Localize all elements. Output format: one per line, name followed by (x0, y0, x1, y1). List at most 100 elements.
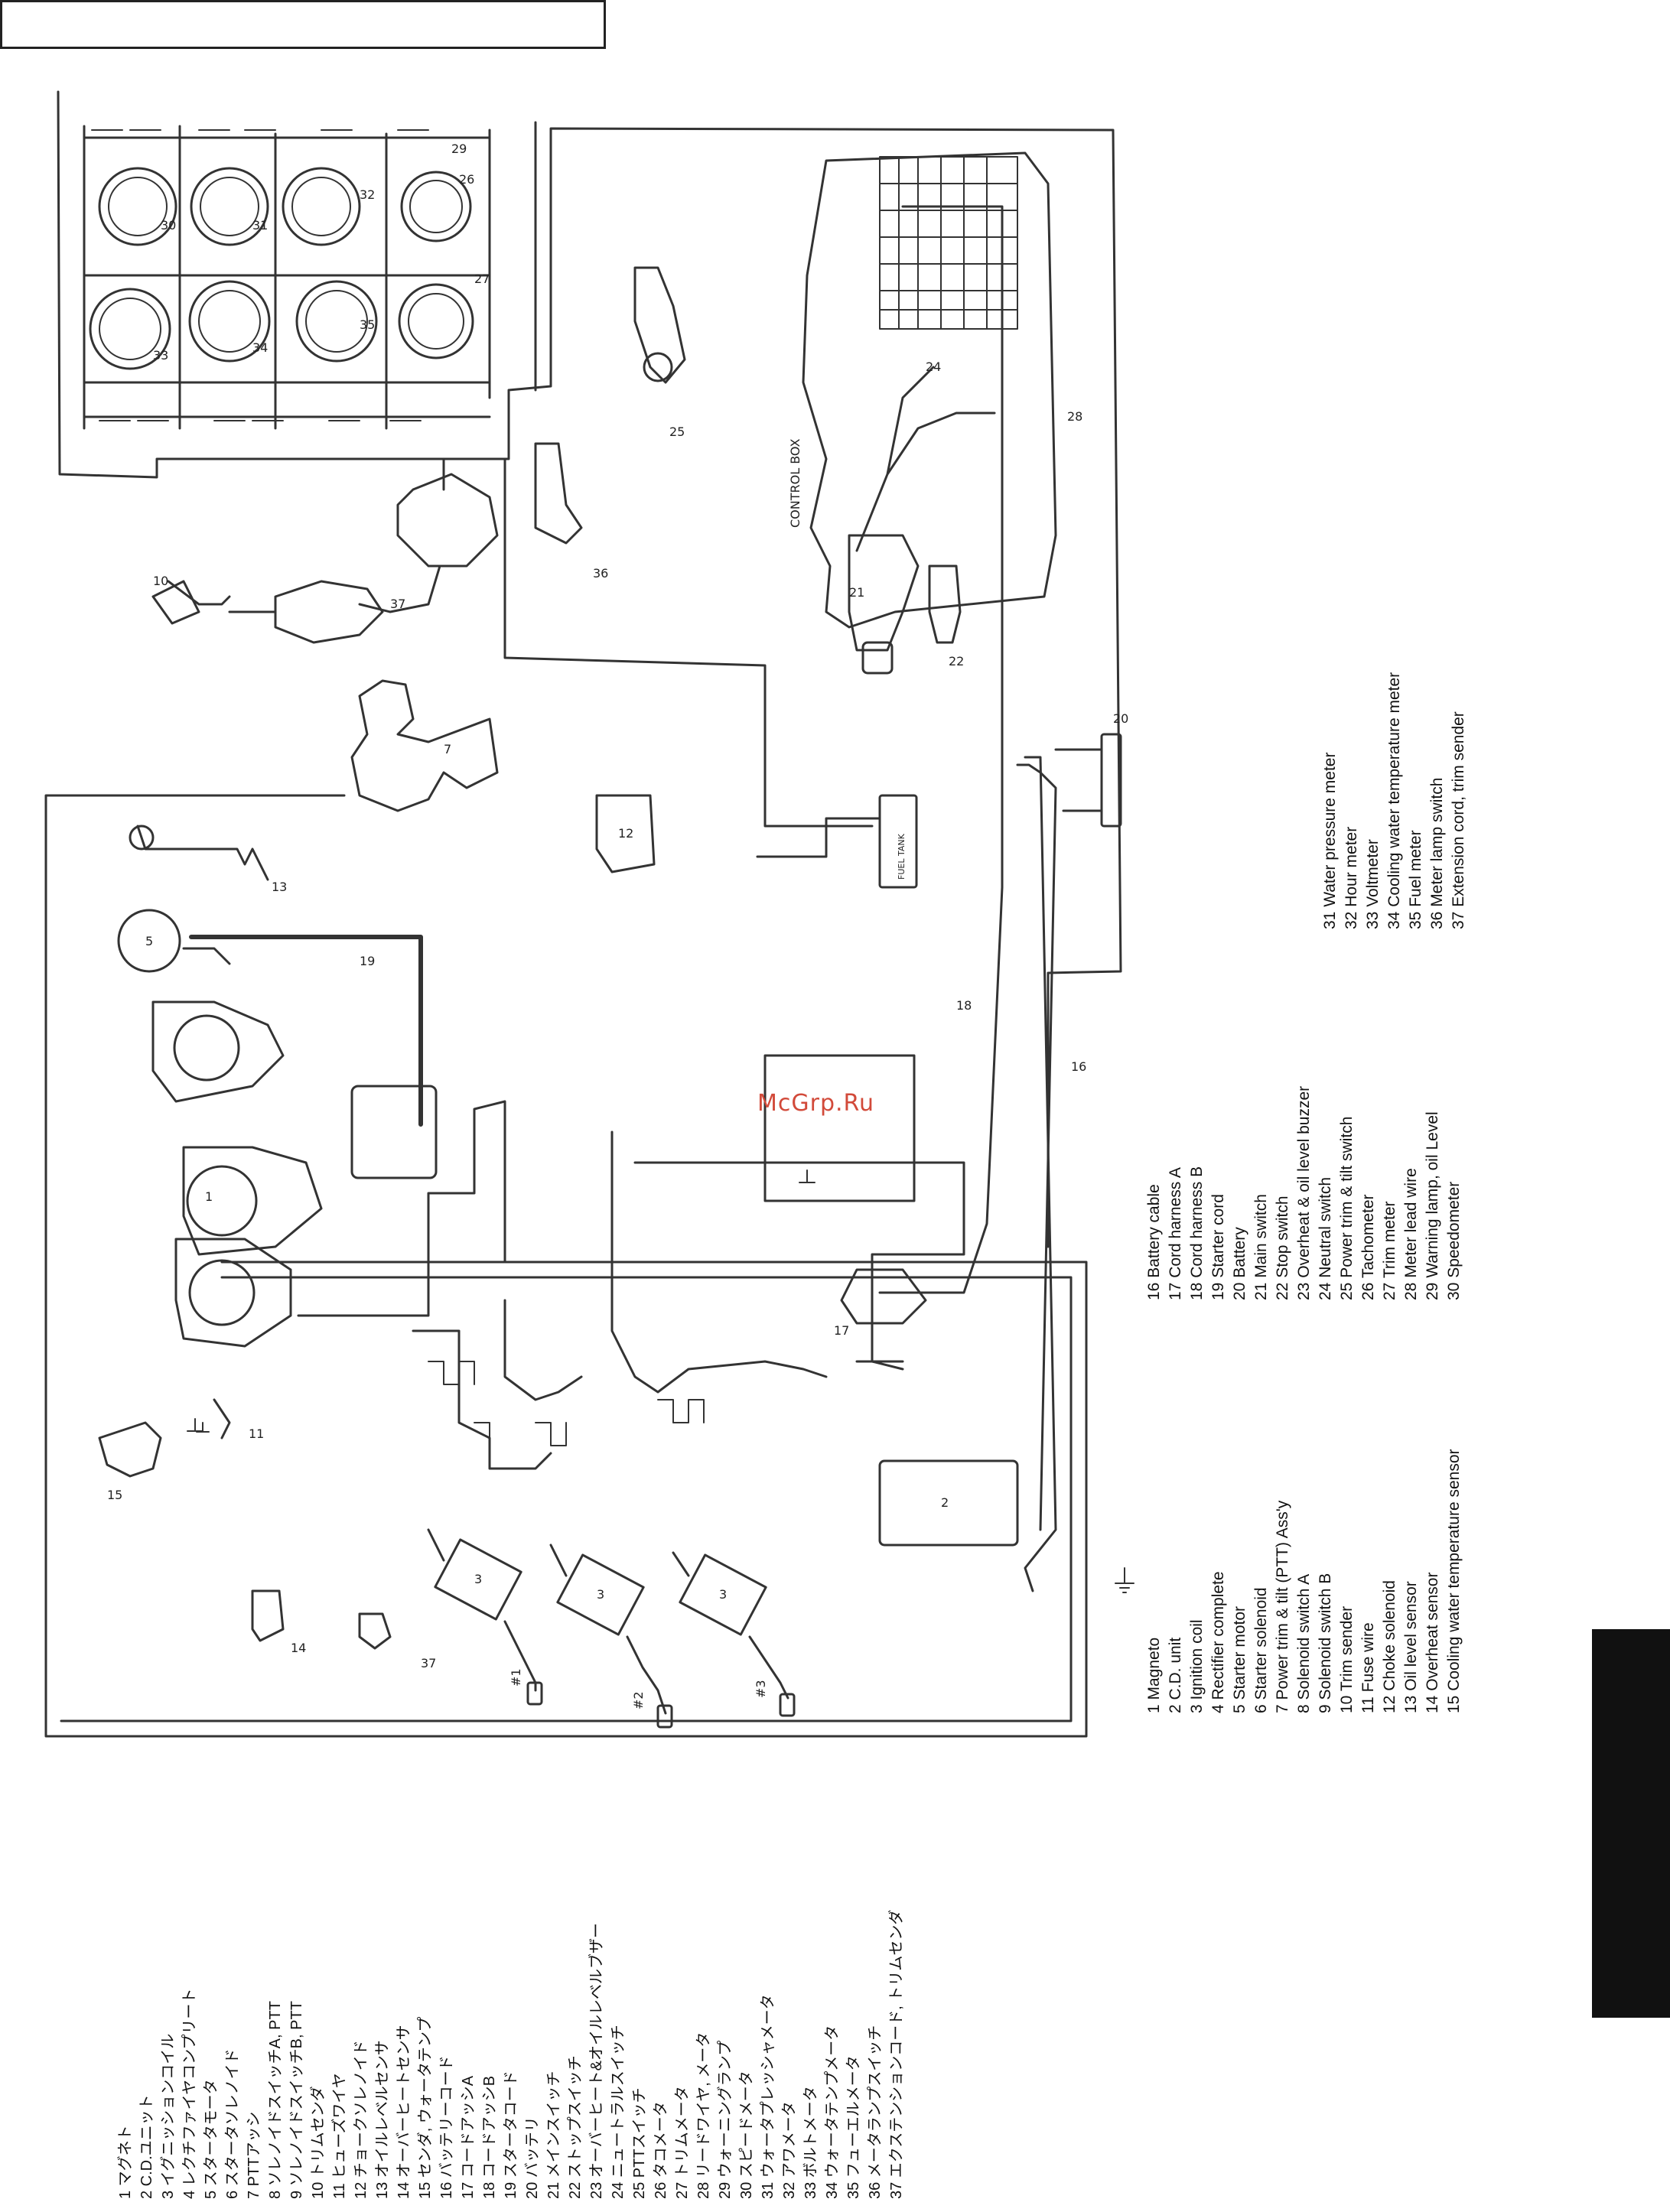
battery (1100, 733, 1122, 828)
main-switch (848, 534, 920, 652)
callout-37a: 37 (390, 597, 405, 611)
legend-jp-item: 36 メータランプスイッチ (867, 2025, 884, 2199)
legend-jp-item: 18 コードアッシB (481, 2075, 498, 2199)
callout-17: 17 (834, 1323, 849, 1338)
legend-jp-item: 17 コードアッシA (460, 2075, 477, 2199)
legend-jp-item: 11 ヒューズワイヤ (331, 2073, 348, 2199)
legend-en-item: 19 Starter cord (1209, 1194, 1227, 1300)
fuel-tank (878, 794, 918, 889)
gauge-27 (398, 283, 474, 359)
callout-30: 30 (161, 218, 176, 233)
harness-junction-upper (396, 473, 499, 568)
callout-25: 25 (669, 425, 685, 439)
legend-en-item: 9 Solenoid switch B (1317, 1573, 1334, 1713)
legend-jp-item: 30 スピードメータ (738, 2070, 755, 2199)
legend-jp-item: 29 ウォーニングランプ (717, 2040, 734, 2199)
legend-en-item: 22 Stop switch (1274, 1195, 1291, 1300)
legend-jp-item: 12 チョークソレノイド (353, 2040, 369, 2199)
legend-en-item: 12 Choke solenoid (1381, 1580, 1398, 1713)
stop-switch (928, 564, 962, 644)
legend-en-item: 5 Starter motor (1231, 1605, 1248, 1713)
callout-29: 29 (451, 142, 467, 156)
watermark: McGrp.Ru (757, 1090, 875, 1117)
callout-36: 36 (593, 566, 608, 581)
switch-table (879, 156, 1018, 330)
neutral-switch-box (763, 1054, 916, 1202)
legend-jp-item: 33 ボルトメータ (802, 2086, 819, 2199)
plug-2: #2 (631, 1691, 646, 1709)
gauge-group (89, 167, 474, 370)
legend-jp-item: 31 ウォータプレッシャメータ (760, 1994, 776, 2199)
callout-11: 11 (249, 1426, 264, 1441)
legend-en-item: 32 Hour meter (1343, 826, 1360, 929)
legend-jp-item: 4 レクチファイヤコンプリート (181, 1988, 198, 2199)
legend-en-item: 3 Ignition coil (1188, 1619, 1206, 1713)
callout-37b: 37 (421, 1656, 436, 1670)
starter-solenoid (350, 1085, 438, 1179)
legend-en-item: 4 Rectifier complete (1209, 1571, 1227, 1713)
legend-en-item: 1 Magneto (1145, 1637, 1163, 1713)
cd-unit (878, 1459, 1019, 1547)
legend-en-item: 37 Extension cord, trim sender (1450, 711, 1467, 929)
legend-en-item: 35 Fuel meter (1407, 830, 1424, 929)
legend-jp-item: 3 イグニッションコイル (160, 2033, 177, 2199)
gauge-35 (295, 280, 378, 363)
trim-sender (151, 580, 200, 625)
cooling-water-temp-sensor (98, 1421, 162, 1478)
legend-en-item: 29 Warning lamp, oil Level (1424, 1111, 1441, 1300)
legend-en-item: 36 Meter lamp switch (1428, 777, 1446, 929)
legend-en-item: 7 Power trim & tilt (PTT) Ass'y (1274, 1500, 1291, 1713)
callout-32: 32 (360, 187, 375, 202)
callout-35: 35 (360, 317, 375, 332)
legend-jp-item: 14 オーバーヒートセンサ (396, 2025, 412, 2199)
ptt-switch (633, 266, 686, 384)
legend-en-item: 34 Cooling water temperature meter (1385, 672, 1403, 929)
callout-3b: 3 (597, 1587, 604, 1602)
callout-21: 21 (849, 585, 864, 600)
fuse-wire (213, 1398, 231, 1439)
callout-20: 20 (1113, 711, 1128, 726)
ignition-coil-1 (434, 1538, 522, 1621)
ptt-assembly (350, 679, 499, 812)
callout-18: 18 (956, 998, 972, 1013)
legend-jp-item: 20 バッテリ (524, 2116, 541, 2199)
ignition-coil-2 (556, 1553, 645, 1636)
cord-harness-a (840, 1268, 927, 1325)
oil-level-sensor (136, 825, 269, 881)
legend-en-item: 26 Tachometer (1359, 1194, 1377, 1300)
starter-motor (117, 909, 181, 973)
gauge-26 (400, 171, 472, 242)
legend-en-item: 21 Main switch (1252, 1194, 1270, 1300)
label-control-box: CONTROL BOX (788, 439, 802, 528)
legend-jp-item: 19 スタータコード (503, 2070, 519, 2199)
legend-en-col-3: 31 Water pressure meter 32 Hour meter 33… (1320, 672, 1470, 929)
legend-en-item: 14 Overheat sensor (1424, 1572, 1441, 1713)
callout-1: 1 (205, 1189, 213, 1204)
control-box-outline (802, 151, 1057, 629)
header-box (0, 0, 606, 49)
plug-1: #1 (509, 1668, 523, 1687)
callout-22: 22 (949, 654, 964, 668)
legend-jp-item: 32 アワメータ (781, 2101, 798, 2199)
meter-lamp-switch (534, 442, 583, 545)
rectifier (151, 1000, 285, 1103)
callout-2: 2 (941, 1495, 949, 1510)
legend-en-item: 16 Battery cable (1145, 1184, 1163, 1300)
legend-en-item: 31 Water pressure meter (1321, 752, 1339, 929)
legend-en-item: 10 Trim sender (1338, 1605, 1356, 1713)
ignition-coil-group (427, 1528, 789, 1715)
gauge-31 (190, 167, 269, 246)
callout-3a: 3 (474, 1572, 482, 1586)
ignition-coil-3 (679, 1553, 767, 1636)
callout-14: 14 (291, 1641, 306, 1655)
callout-13: 13 (272, 880, 287, 894)
legend-en-item: 33 Voltmeter (1364, 839, 1382, 929)
legend-jp-item: 23 オーバーヒート&オイルレベルブザー (588, 1923, 605, 2199)
legend-en-item: 13 Oil level sensor (1402, 1581, 1420, 1713)
legend-jp-item: 15 センダ, ウォータテンプ (417, 2016, 434, 2199)
gauge-33 (89, 288, 171, 370)
legend-en-item: 2 C.D. unit (1167, 1637, 1184, 1713)
callout-15: 15 (107, 1488, 122, 1502)
magneto-2 (174, 1238, 292, 1348)
callout-31: 31 (252, 218, 268, 233)
